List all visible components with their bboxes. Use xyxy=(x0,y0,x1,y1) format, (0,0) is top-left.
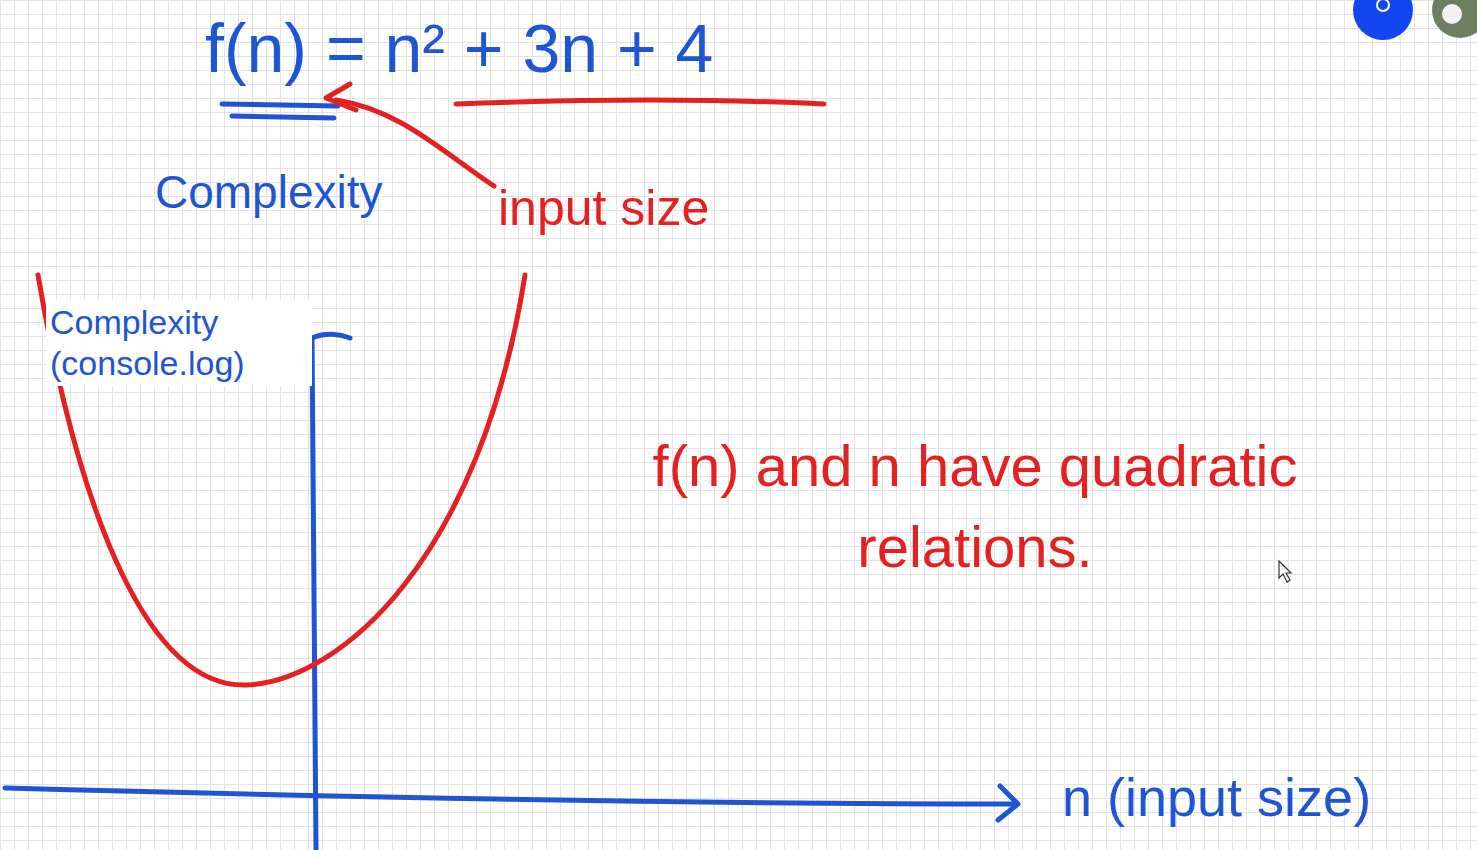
share-icon xyxy=(1377,0,1389,11)
avatar-icon xyxy=(1442,4,1462,24)
x-axis xyxy=(5,788,1015,804)
avatar-icon xyxy=(1432,0,1477,38)
parabola-curve xyxy=(38,275,525,685)
heading-text: Complexity xyxy=(155,165,383,220)
note-text: f(n) and n have quadratic relations. xyxy=(555,425,1395,587)
y-axis xyxy=(312,338,316,850)
arrow-head xyxy=(998,786,1018,820)
underline xyxy=(232,116,334,118)
share-icon xyxy=(1353,0,1413,40)
axis-label: n (input size) xyxy=(1062,765,1371,830)
arrow-head xyxy=(326,84,356,110)
underline xyxy=(222,104,338,106)
y-axis-hook xyxy=(312,334,350,338)
annotation-text: input size xyxy=(498,178,709,238)
underline xyxy=(456,100,824,104)
axis-label: Complexity (console.log) xyxy=(46,300,312,386)
mouse-cursor xyxy=(1279,561,1291,582)
formula-text: f(n) = n² + 3n + 4 xyxy=(205,8,713,90)
